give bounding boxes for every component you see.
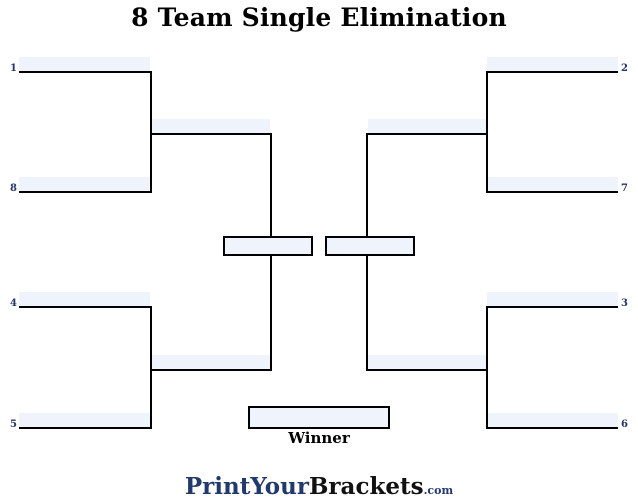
connector-left-upper-r1 <box>150 71 152 193</box>
entry-slot-seed-3[interactable] <box>487 292 618 306</box>
entry-line-seed-6 <box>486 427 618 429</box>
brand-part-printyour: PrintYour <box>184 473 309 500</box>
entry-slot-seed-4[interactable] <box>19 292 150 306</box>
entry-line-seed-7 <box>486 191 618 193</box>
brand-part-brackets: Brackets <box>308 473 424 500</box>
brand-part-dotcom: .com <box>423 484 454 497</box>
seed-label-5: 5 <box>10 419 17 430</box>
connector-left-lower-r1 <box>150 306 152 429</box>
entry-line-left-semifinal-upper <box>150 133 272 135</box>
connector-right-lower-r1 <box>486 306 488 429</box>
page-title: 8 Team Single Elimination <box>131 3 507 32</box>
site-brand[interactable]: PrintYourBrackets.com <box>0 474 638 504</box>
seed-label-7: 7 <box>621 183 628 194</box>
entry-slot-left-semifinal-lower[interactable] <box>152 355 270 369</box>
entry-slot-seed-1[interactable] <box>19 57 150 71</box>
entry-slot-seed-6[interactable] <box>487 413 618 427</box>
entry-line-seed-1 <box>19 71 152 73</box>
entry-slot-left-semifinal-upper[interactable] <box>152 119 270 133</box>
entry-line-left-semifinal-lower <box>150 369 272 371</box>
entry-slot-seed-5[interactable] <box>19 413 150 427</box>
seed-label-4: 4 <box>10 298 17 309</box>
final-entry-box-left[interactable] <box>223 236 313 256</box>
entry-slot-right-semifinal-upper[interactable] <box>368 119 486 133</box>
final-entry-box-right[interactable] <box>325 236 415 256</box>
connector-right-upper-r1 <box>486 71 488 193</box>
champion-entry-box[interactable] <box>248 406 390 429</box>
entry-slot-seed-8[interactable] <box>19 177 150 191</box>
entry-line-right-semifinal-lower <box>366 369 488 371</box>
seed-label-6: 6 <box>621 419 628 430</box>
entry-line-seed-5 <box>19 427 152 429</box>
seed-label-8: 8 <box>10 183 17 194</box>
seed-label-1: 1 <box>10 63 17 74</box>
entry-slot-seed-2[interactable] <box>487 57 618 71</box>
seed-label-3: 3 <box>621 298 628 309</box>
entry-line-seed-3 <box>486 306 618 308</box>
entry-line-seed-8 <box>19 191 152 193</box>
entry-slot-right-semifinal-lower[interactable] <box>368 355 486 369</box>
entry-line-seed-4 <box>19 306 152 308</box>
entry-line-right-semifinal-upper <box>366 133 488 135</box>
entry-line-seed-2 <box>486 71 618 73</box>
seed-label-2: 2 <box>621 63 628 74</box>
entry-slot-seed-7[interactable] <box>487 177 618 191</box>
winner-label: Winner <box>288 429 350 447</box>
